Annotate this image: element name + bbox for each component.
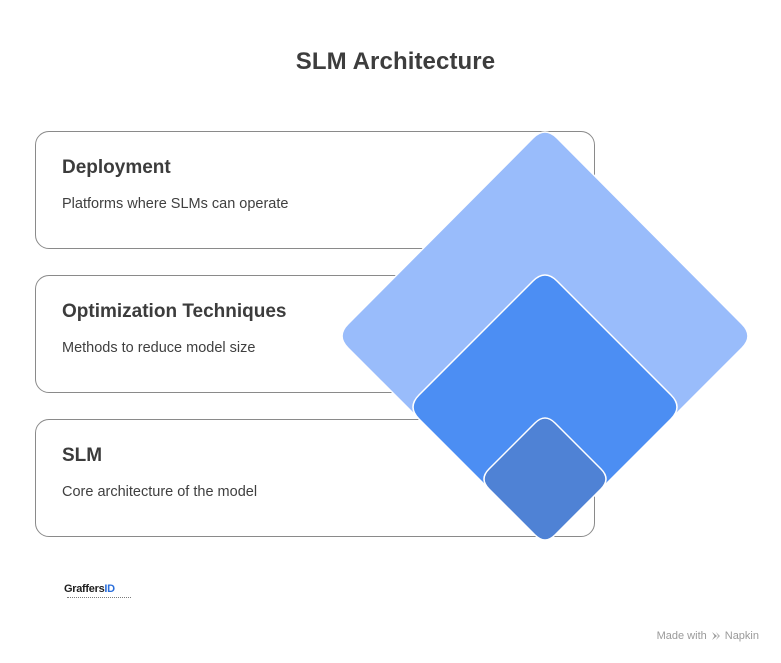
napkin-icon <box>711 631 721 641</box>
layer-description: Platforms where SLMs can operate <box>62 196 289 212</box>
page-title: SLM Architecture <box>295 48 496 75</box>
layer-description: Core architecture of the model <box>62 484 258 500</box>
graffersid-logo: GraffersID <box>64 583 144 605</box>
logo-tagline-mark <box>67 597 131 600</box>
logo-text-main: Graffers <box>64 583 105 595</box>
slm-diamond <box>483 417 607 541</box>
layer-title: Optimization Techniques <box>62 301 287 322</box>
logo-text-accent: ID <box>104 583 115 595</box>
made-with-label: Made with <box>656 630 707 642</box>
layer-description: Methods to reduce model size <box>62 340 256 356</box>
made-with-napkin-footer: Made with Napkin <box>657 630 759 642</box>
layer-title: Deployment <box>62 157 171 178</box>
napkin-label: Napkin <box>724 630 759 642</box>
layer-title: SLM <box>62 445 103 466</box>
